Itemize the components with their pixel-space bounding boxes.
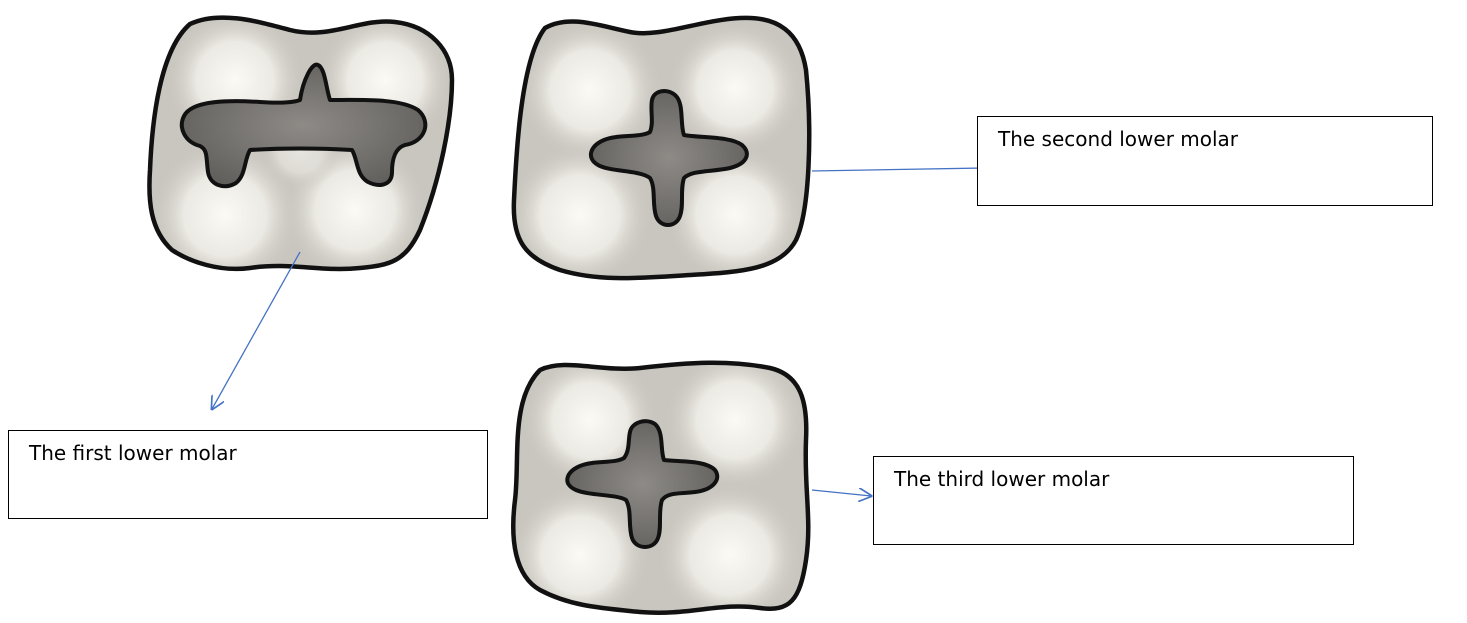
third-molar-label: The third lower molar — [873, 456, 1354, 545]
first-molar-label: The first lower molar — [8, 430, 488, 519]
second-lower-molar-icon — [511, 15, 812, 281]
third-lower-molar-icon — [511, 360, 811, 615]
third-molar-arrow — [811, 490, 871, 496]
second-molar-fossa — [588, 89, 749, 227]
second-molar-label: The second lower molar — [977, 116, 1433, 206]
first-lower-molar-icon — [147, 15, 455, 272]
first-molar-arrow — [212, 251, 301, 409]
first-molar-fossa — [179, 62, 428, 189]
third-molar-fossa — [565, 419, 720, 549]
